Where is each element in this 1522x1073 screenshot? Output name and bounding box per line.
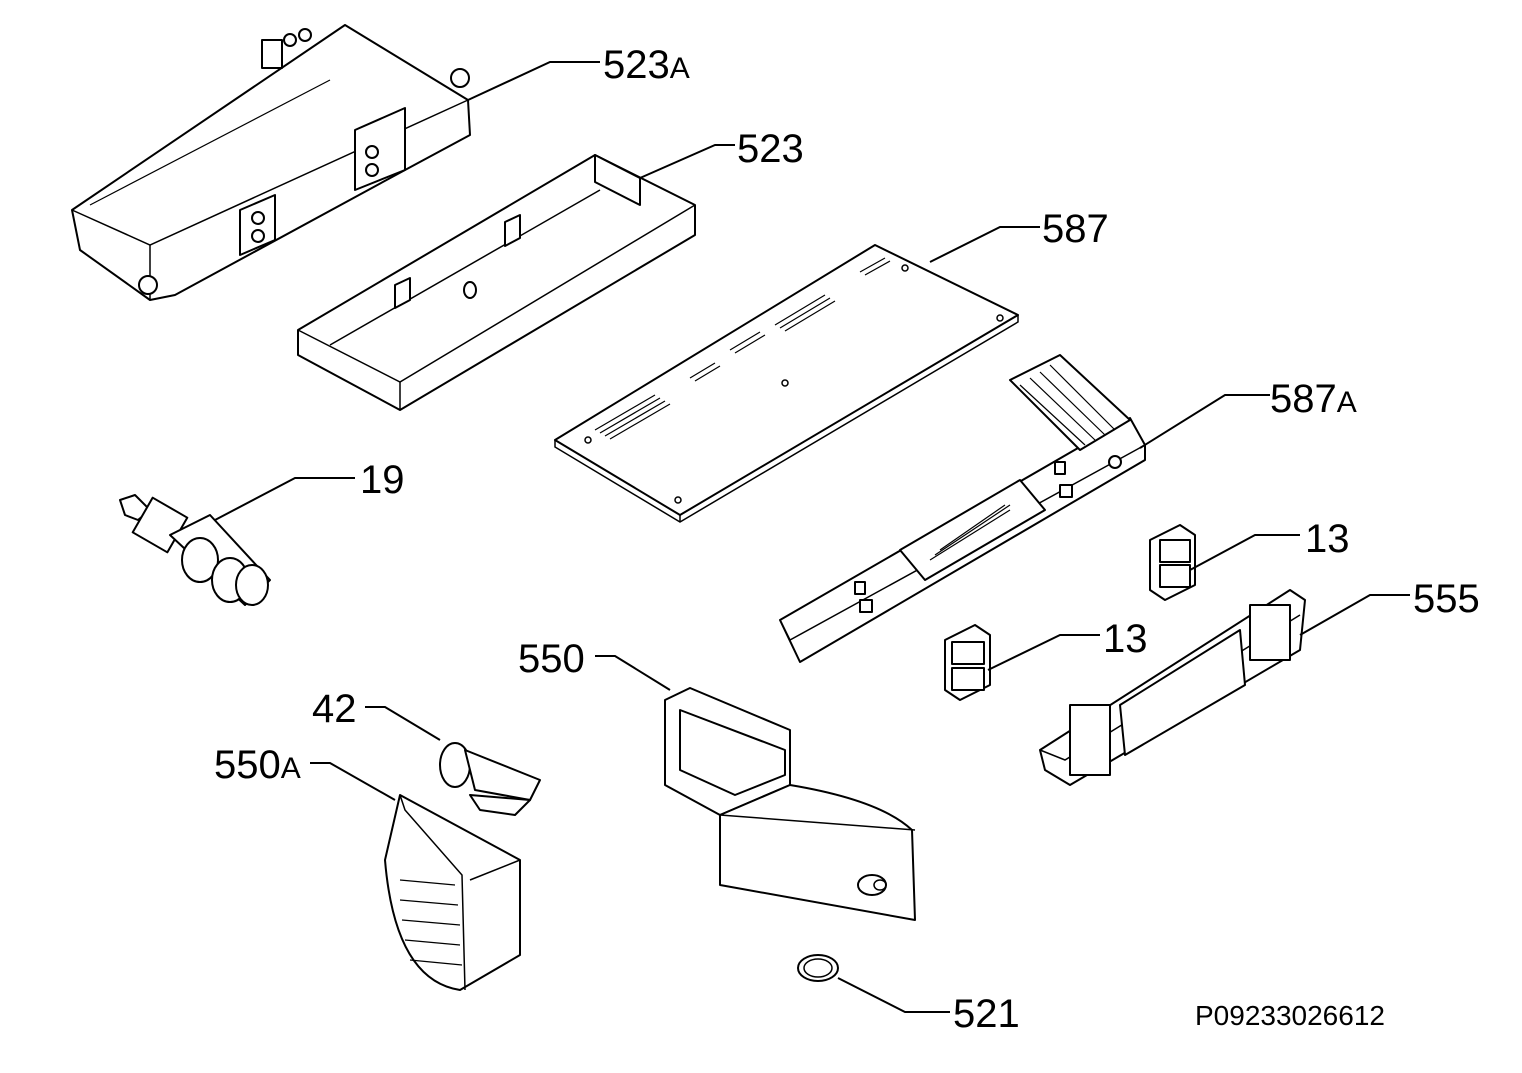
part-523a-housing-cover — [71, 24, 471, 301]
callout-13-upper: 13 — [1305, 517, 1350, 561]
part-550a-diffuser-cap — [384, 794, 521, 991]
part-555-switch-bar — [1039, 589, 1306, 786]
callout-550: 550 — [518, 637, 585, 681]
part-42-lamp-holder — [439, 742, 541, 816]
leader-lines — [214, 61, 1410, 1013]
part-19-lamp — [119, 494, 271, 606]
drawing-reference-number: P09233026612 — [1195, 1000, 1385, 1031]
callout-521: 521 — [953, 992, 1020, 1036]
callout-550a: 550A — [214, 743, 301, 787]
part-587a-control-board — [779, 354, 1146, 663]
callout-587a: 587A — [1270, 377, 1357, 421]
callout-587: 587 — [1042, 207, 1109, 251]
part-550-light-cover — [664, 687, 916, 921]
part-521-ring — [797, 954, 839, 982]
part-13-clip-lower — [944, 624, 991, 701]
part-523-tray — [297, 154, 696, 411]
callout-523a: 523A — [603, 43, 690, 87]
callout-19: 19 — [360, 458, 405, 502]
callout-42: 42 — [312, 687, 357, 731]
callout-523: 523 — [737, 127, 804, 171]
callout-555: 555 — [1413, 577, 1480, 621]
callout-13-lower: 13 — [1103, 617, 1148, 661]
part-587-circuit-board — [554, 244, 1019, 523]
part-13-clip-upper — [1149, 524, 1196, 601]
